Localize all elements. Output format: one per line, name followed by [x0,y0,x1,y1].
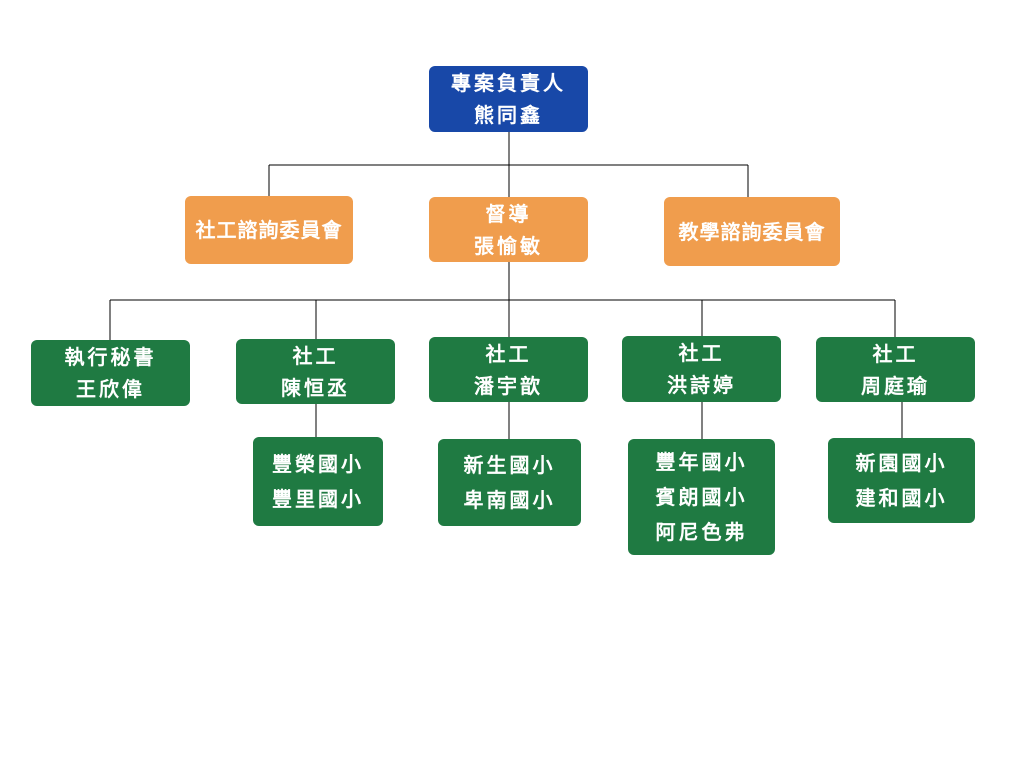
school-name: 卑南國小 [463,487,556,512]
social-worker-box-2: 社工 潘宇歆 [429,337,588,402]
school-name: 賓朗國小 [655,484,748,509]
social-worker-name: 周庭瑜 [861,373,930,398]
executive-secretary-name: 王欣偉 [76,377,145,401]
school-name: 新生國小 [463,452,556,477]
social-worker-name: 潘宇歆 [474,373,543,398]
teaching-committee-title: 教學諮詢委員會 [678,219,826,244]
teaching-committee-box: 教學諮詢委員會 [664,197,840,266]
project-leader-title: 專案負責人 [451,71,566,95]
school-name: 豐里國小 [272,486,364,511]
school-list-box-2: 新生國小 卑南國小 [438,439,581,526]
social-worker-title: 社工 [292,343,339,368]
social-worker-title: 社工 [872,341,919,366]
social-worker-name: 陳恒丞 [281,375,350,400]
supervisor-box: 督導 張愉敏 [429,197,588,262]
school-name: 新園國小 [855,450,948,475]
social-worker-title: 社工 [678,341,725,365]
school-list-box-1: 豐榮國小 豐里國小 [253,437,383,526]
school-list-box-4: 新園國小 建和國小 [828,438,975,523]
school-name: 豐榮國小 [272,451,364,476]
project-leader-box: 專案負責人 熊同鑫 [429,66,588,132]
school-name: 豐年國小 [655,449,748,474]
project-leader-name: 熊同鑫 [474,103,543,127]
supervisor-name: 張愉敏 [474,233,543,258]
school-list-box-3: 豐年國小 賓朗國小 阿尼色弗 [628,439,775,555]
executive-secretary-box: 執行秘書 王欣偉 [31,340,190,406]
social-worker-name: 洪詩婷 [667,373,736,397]
social-worker-box-3: 社工 洪詩婷 [622,336,781,402]
executive-secretary-title: 執行秘書 [64,345,157,369]
social-work-committee-box: 社工諮詢委員會 [185,196,353,264]
social-worker-box-4: 社工 周庭瑜 [816,337,975,402]
social-worker-title: 社工 [485,341,532,366]
supervisor-title: 督導 [485,201,532,226]
social-worker-box-1: 社工 陳恒丞 [236,339,395,404]
school-name: 建和國小 [855,485,948,510]
school-name: 阿尼色弗 [655,519,748,544]
social-work-committee-title: 社工諮詢委員會 [195,218,343,242]
